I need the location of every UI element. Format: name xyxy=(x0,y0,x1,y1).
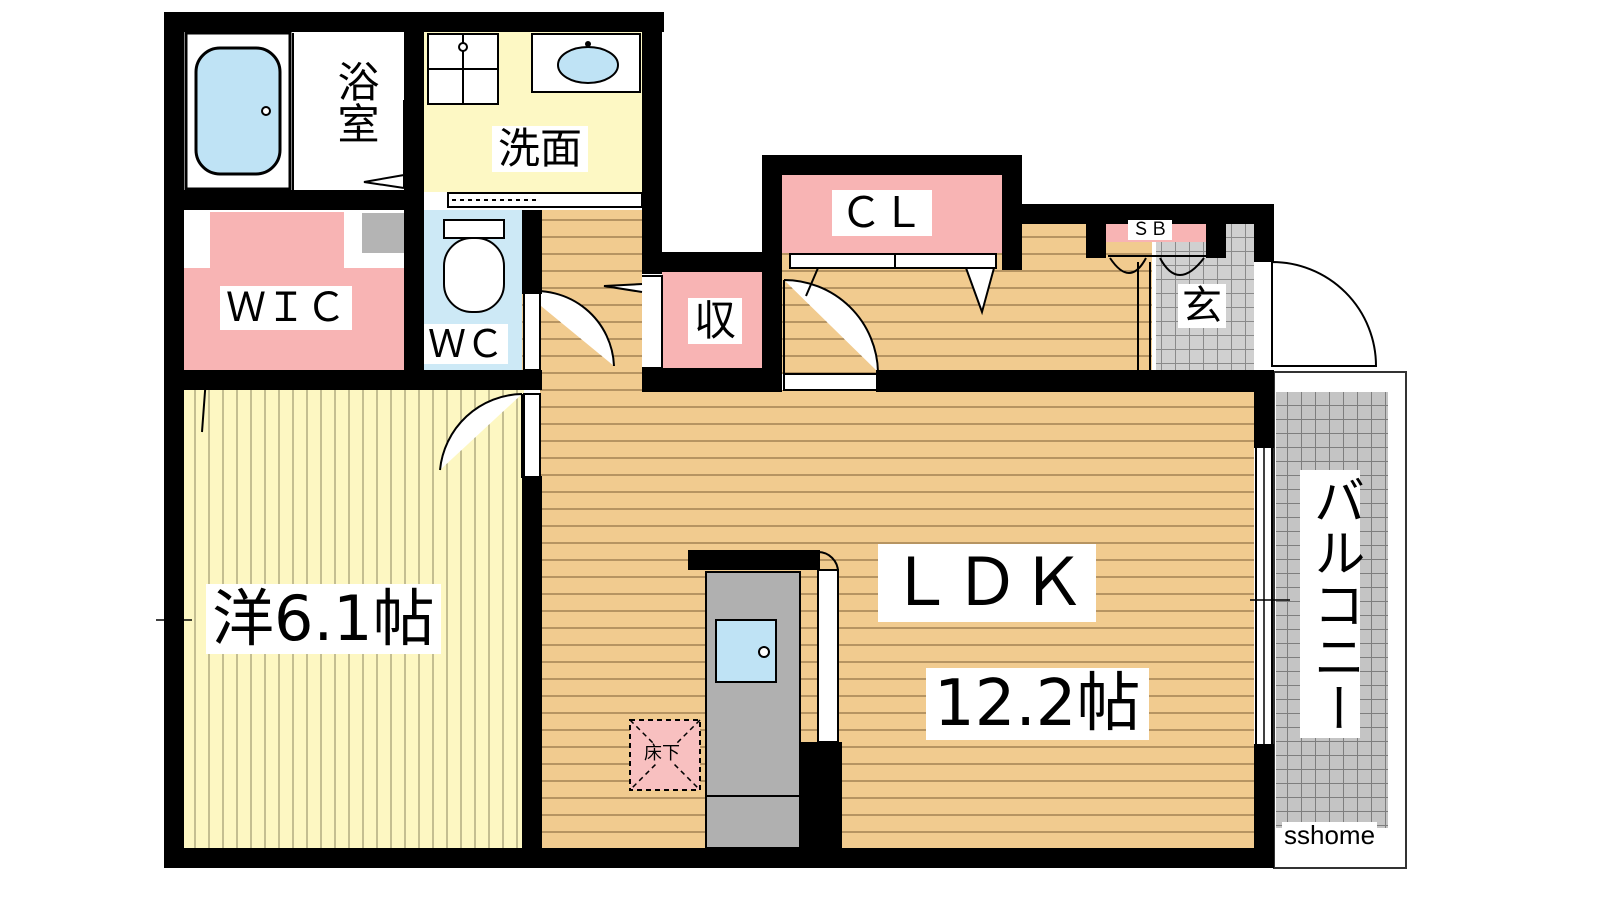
balcony-label: バルコニー xyxy=(1300,470,1364,738)
ldk-door xyxy=(783,279,879,374)
toilet-bowl xyxy=(443,237,505,313)
ldk-label: ＬＤＫ xyxy=(878,544,1096,622)
bath-label: 浴室 xyxy=(326,58,380,146)
bathtub-basin xyxy=(194,46,282,176)
ldk-size-label: 12.2帖 xyxy=(926,668,1149,740)
ldk-door-leaf xyxy=(783,373,879,391)
bathtub-drain xyxy=(261,106,271,116)
closet-doors xyxy=(789,253,997,316)
wic-label: ＷＩＣ xyxy=(220,286,352,330)
western-room-label: 洋6.1帖 xyxy=(206,584,441,654)
kitchen-counter xyxy=(705,571,801,849)
underfloor-label: 床下 xyxy=(642,743,682,764)
kitchen-side-panel xyxy=(817,569,839,743)
balcony-outline xyxy=(1273,371,1407,869)
entrance-door xyxy=(1271,260,1378,367)
kitchen-corner-arc xyxy=(817,551,839,573)
closet-label: ＣＬ xyxy=(832,190,933,236)
shoe-box-label: ＳＢ xyxy=(1128,220,1172,240)
kitchen-sink xyxy=(715,619,777,683)
western-door xyxy=(439,393,523,478)
entrance-label: 玄 xyxy=(1178,284,1226,328)
wic-shelf-gray xyxy=(362,213,404,253)
watermark-text: sshome xyxy=(1282,820,1378,850)
washing-machine-dot xyxy=(458,42,468,52)
walls xyxy=(164,12,1274,868)
shoe-box-doors xyxy=(1108,255,1206,372)
wc-door-leaf xyxy=(523,291,541,371)
sink-icon xyxy=(557,46,619,84)
faucet-icon xyxy=(585,41,591,47)
storage-label: 収 xyxy=(688,298,743,344)
toilet-tank xyxy=(443,219,505,239)
wc-label: ＷＣ xyxy=(424,324,509,364)
washroom-label: 洗面 xyxy=(492,126,589,172)
kitchen-drain xyxy=(758,646,770,658)
western-door-leaf xyxy=(523,393,541,479)
